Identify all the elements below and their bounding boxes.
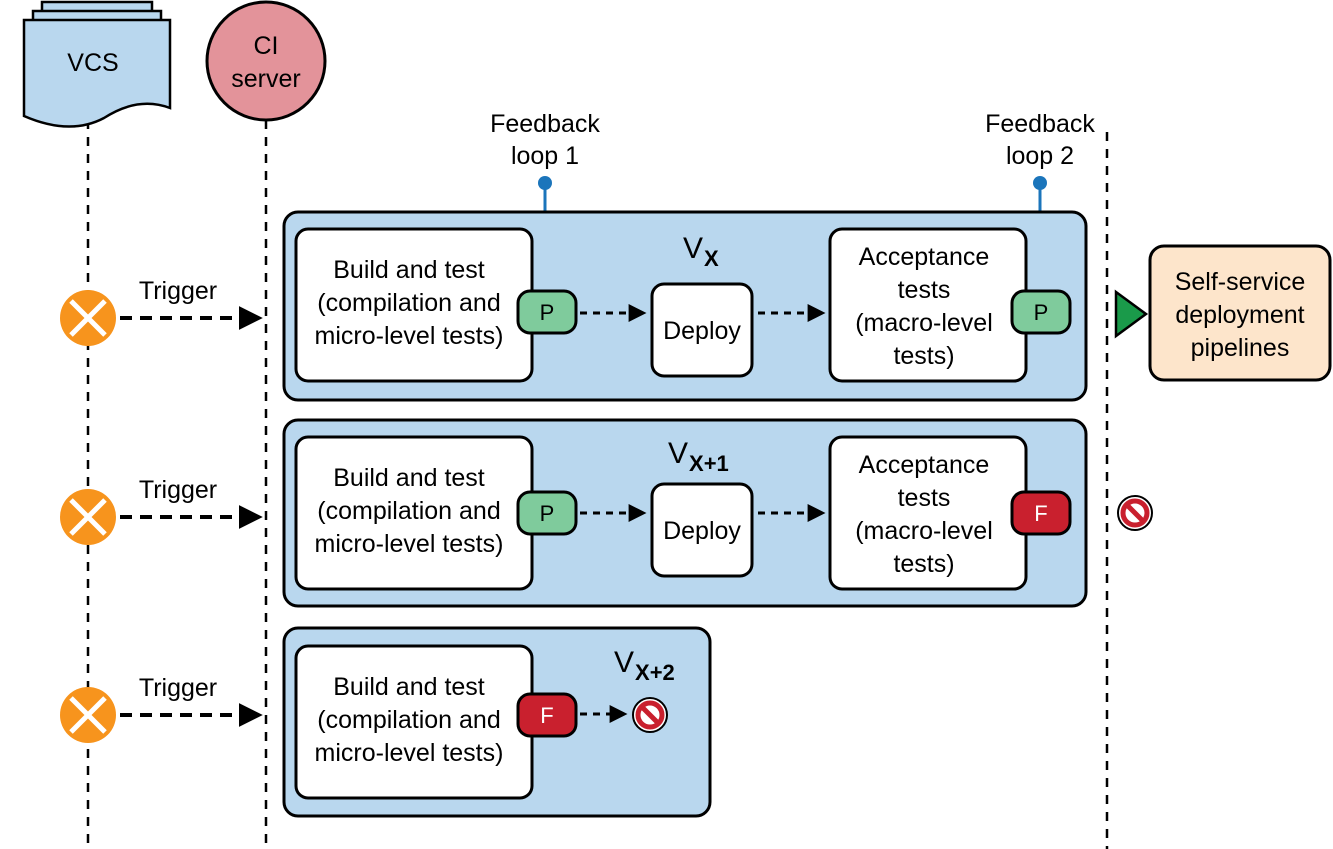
deploy-box-1-label: Deploy [663,317,741,345]
deploy-box-2-label: Deploy [663,517,741,545]
ci-server-label-line1: CI [254,32,279,60]
vcs-label: VCS [67,49,118,77]
fail-badge-3-label: F [540,703,553,728]
trigger-node-3 [60,687,116,743]
vcs-icon: VCS [22,0,172,128]
self-service-line1: Self-service [1175,268,1306,296]
build-box-2-line1: Build and test [333,464,485,492]
build-box-3-line1: Build and test [333,673,485,701]
version-label-1: VX [683,232,719,271]
build-box-3-line3: micro-level tests) [315,739,504,767]
self-service-line3: pipelines [1191,334,1290,362]
ci-server-label-line2: server [231,65,300,93]
self-service-box [1148,244,1332,382]
acceptance-box-1-line2: tests [898,276,951,304]
pipeline-row-1: Trigger Build and test (compilation and … [60,210,1332,402]
pass-badge-1b [1010,289,1072,335]
feedback-loop-1-line1: Feedback [490,110,600,138]
pass-badge-1a-label: P [540,300,555,325]
trigger-label-1: Trigger [139,277,217,305]
acceptance-box-1-line3: (macro-level [855,309,993,337]
fail-badge-2 [1010,490,1072,536]
pipeline-row-2: Trigger Build and test (compilation and … [60,418,1153,608]
feedback-loop-1-line2: loop 1 [511,142,579,170]
fail-badge-3 [516,692,578,738]
version-label-2: VX+1 [668,437,729,476]
deploy-box-1 [650,282,754,378]
feedback-loop-2-dot [1033,176,1047,190]
build-box-2-line2: (compilation and [317,497,500,525]
trigger-label-2: Trigger [139,476,217,504]
acceptance-box-2-line4: tests) [893,550,954,578]
pass-badge-1b-label: P [1034,300,1049,325]
version-label-3: VX+2 [614,646,675,685]
pipeline-row-3: Trigger Build and test (compilation and … [60,626,712,818]
acceptance-box-2-line2: tests [898,484,951,512]
feedback-loop-1: Feedback loop 1 [490,110,600,290]
pass-badge-2-label: P [540,501,555,526]
build-box-1-line3: micro-level tests) [315,322,504,350]
feedback-loop-1-dot [538,176,552,190]
feedback-loop-2-line1: Feedback [985,110,1095,138]
build-box-1-line1: Build and test [333,256,485,284]
ci-server-node: CI server [205,0,327,122]
build-box-1-line2: (compilation and [317,289,500,317]
blocked-icon [632,697,668,733]
acceptance-box-1-line4: tests) [893,342,954,370]
self-service-line2: deployment [1175,301,1304,329]
trigger-node-2 [60,489,116,545]
trigger-node-1 [60,290,116,346]
acceptance-box-2-line1: Acceptance [859,451,990,479]
trigger-label-3: Trigger [139,674,217,702]
go-arrow-icon [1114,289,1149,339]
build-box-2-line3: micro-level tests) [315,530,504,558]
pass-badge-2 [516,490,578,536]
build-box-3-line2: (compilation and [317,706,500,734]
pass-badge-1a [516,289,578,335]
deploy-box-2 [650,482,754,578]
acceptance-box-1-line1: Acceptance [859,243,990,271]
blocked-icon [1117,495,1153,531]
feedback-loop-2-line2: loop 2 [1006,142,1074,170]
fail-badge-2-label: F [1034,501,1047,526]
acceptance-box-2-line3: (macro-level [855,517,993,545]
